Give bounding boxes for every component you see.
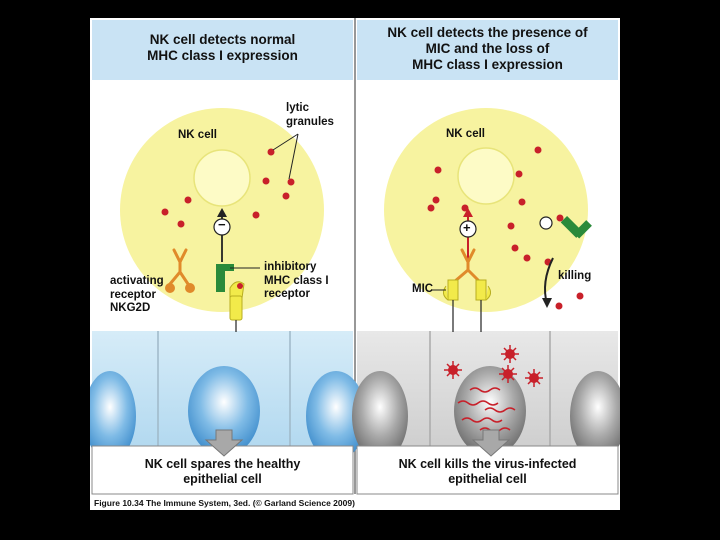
right-arrowhead-icon [463, 208, 473, 217]
inhibitory-receptor-line-3: receptor [264, 288, 311, 301]
right-epithelial-nucleus-1 [352, 371, 408, 461]
left-arrowhead-icon [217, 208, 227, 217]
left-title-line-1: NK cell detects normal [149, 32, 296, 47]
inhibitory-receptor-line-2: MHC class I [264, 274, 329, 287]
right-title-line-3: MHC class I expression [412, 56, 563, 72]
inhibitory-receptor-label: inhibitory MHC class I receptor [264, 261, 329, 302]
activating-receptor-nkg2d [168, 248, 190, 286]
lytic-granules-line-2: granules [286, 115, 334, 128]
left-lytic-granules [161, 148, 295, 228]
mic-label: MIC [412, 283, 434, 295]
right-nk-cell [384, 108, 588, 312]
released-granule-icons [444, 345, 543, 387]
right-outcome-text: NK cell kills the virus-infected epithel… [357, 457, 618, 487]
right-nk-nucleus [457, 147, 515, 205]
right-title-line-2: MIC and the loss of [425, 40, 550, 56]
mic-ligand-left [447, 279, 459, 301]
unbound-inhibitory-receptor [560, 215, 592, 239]
left-nk-cell-label: NK cell [178, 129, 217, 141]
right-nk-cell-label: NK cell [446, 128, 485, 140]
left-panel-title: NK cell detects normal MHC class I expre… [92, 32, 353, 64]
mic-domain-icon [485, 285, 492, 301]
mic-ligand-right [475, 279, 487, 301]
plus-symbol: + [463, 220, 471, 235]
figure-panel: NK cell detects normal MHC class I expre… [90, 18, 620, 510]
inhibitory-receptor-cap [216, 264, 234, 271]
activating-receptor-line-3: NKG2D [110, 302, 151, 315]
right-plus-icon [459, 220, 477, 238]
left-header-band [92, 20, 353, 80]
left-minus-icon [213, 218, 231, 236]
inhibitory-receptor [216, 264, 225, 292]
right-title-line-1: NK cell detects the presence of [387, 25, 588, 40]
right-cell-borders [429, 331, 551, 446]
right-outcome-box [356, 445, 619, 495]
left-nk-nucleus [193, 149, 251, 207]
killing-arrowhead-icon [542, 298, 552, 308]
peptide-icon [237, 283, 243, 289]
left-outcome-arrow-icon [204, 429, 244, 457]
left-cell-borders [157, 331, 291, 446]
activating-receptor-label: activating receptor NKG2D [110, 275, 164, 316]
nkg2d-domain-icon [185, 283, 195, 293]
granule-pointer-lines [272, 133, 299, 180]
minus-symbol: − [218, 217, 226, 232]
right-epithelial-nucleus-3 [570, 371, 620, 461]
diagram-canvas [90, 18, 620, 495]
lytic-granules-label: lytic granules [286, 102, 334, 129]
viral-rna-icon [457, 387, 516, 433]
left-outcome-line-1: NK cell spares the healthy [144, 457, 301, 471]
nkg2d-domain-icon [165, 283, 175, 293]
left-epithelial-nucleus-2 [188, 366, 260, 456]
right-panel-title: NK cell detects the presence of MIC and … [357, 25, 618, 73]
right-header-band [357, 20, 618, 80]
inhibitory-receptor-line-1: inhibitory [264, 261, 317, 273]
activating-receptor-line-1: activating [110, 275, 164, 287]
left-epithelial-nucleus-3 [306, 371, 366, 461]
empty-binding-icon [539, 216, 553, 230]
right-outcome-arrow-icon [471, 429, 511, 457]
left-outcome-line-2: epithelial cell [183, 471, 262, 486]
figure-caption: Figure 10.34 The Immune System, 3ed. (© … [94, 498, 355, 508]
left-title-line-2: MHC class I expression [147, 47, 298, 63]
right-outcome-line-2: epithelial cell [448, 471, 527, 486]
right-outcome-line-1: NK cell kills the virus-infected [398, 457, 577, 471]
left-outcome-text: NK cell spares the healthy epithelial ce… [92, 457, 353, 487]
left-epithelial-nucleus-1 [90, 371, 136, 461]
mhc-class-i-stem [229, 295, 243, 321]
killing-label: killing [558, 270, 592, 282]
activating-receptor-line-2: receptor [110, 288, 157, 301]
lytic-granules-line-1: lytic [286, 102, 310, 114]
